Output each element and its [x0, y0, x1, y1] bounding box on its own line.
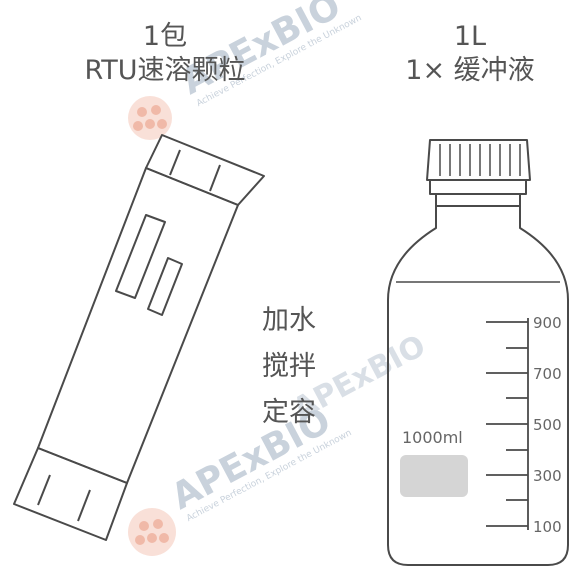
packet-bottom-crimp: [13, 447, 128, 541]
watermark-logo-dot: [133, 121, 143, 131]
packet-quantity: 1包: [142, 21, 188, 52]
packet-crimp-line: [209, 164, 221, 192]
bottle-neck: [435, 193, 521, 207]
bottle-cap: [426, 139, 531, 181]
watermark-logo-dot: [159, 533, 169, 543]
step-make-volume: 定容: [262, 397, 316, 428]
bottle-scale-ticks: [486, 318, 529, 530]
packet-description: RTU速溶颗粒: [84, 55, 246, 86]
scale-label-900: 900: [533, 314, 562, 332]
scale-label-100: 100: [533, 518, 562, 536]
bottle-caption: 1L 1× 缓冲液: [365, 20, 569, 88]
watermark-logo-dot: [145, 119, 155, 129]
bottle-label-box: [400, 455, 468, 497]
packet-crimp-line: [169, 149, 181, 176]
watermark-logo-dot: [147, 533, 157, 543]
watermark-logo-dot: [157, 119, 167, 129]
watermark-logo-top: [128, 96, 172, 140]
watermark-logo-dot: [153, 519, 163, 529]
scale-label-300: 300: [533, 467, 562, 485]
watermark-logo-dot: [139, 521, 149, 531]
bottle-quantity: 1L: [453, 21, 487, 52]
bottle-description: 1× 缓冲液: [405, 55, 535, 86]
bottle-neck-ring: [429, 179, 527, 195]
watermark-logo-dot: [151, 105, 161, 115]
bottle-body: [387, 206, 569, 566]
watermark-logo-dot: [135, 535, 145, 545]
preparation-steps: 加水 搅拌 定容: [244, 298, 334, 436]
scale-label-700: 700: [533, 365, 562, 383]
packet-window-small: [147, 257, 183, 316]
packet-window-large: [115, 214, 166, 299]
watermark-logo-dot: [137, 107, 147, 117]
watermark-logo-bottom: [128, 508, 176, 556]
bottle-cap-ridges: [439, 144, 521, 176]
packet-caption: 1包 RTU速溶颗粒: [40, 20, 290, 88]
packet-crimp-line: [37, 474, 51, 506]
packet-crimp-line: [77, 489, 91, 522]
bottle-volume-label: 1000ml: [402, 428, 463, 447]
step-stir: 搅拌: [262, 351, 316, 382]
step-add-water: 加水: [262, 305, 316, 336]
scale-label-500: 500: [533, 416, 562, 434]
